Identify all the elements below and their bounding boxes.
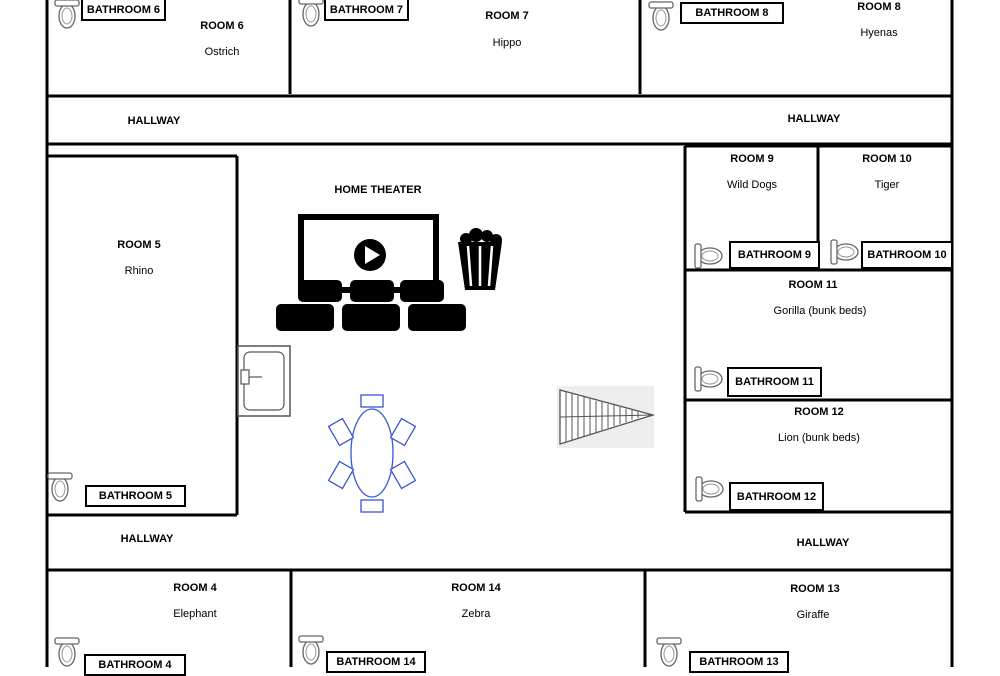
room-9-title: ROOM 9: [730, 153, 774, 165]
room-5-name: Rhino: [124, 265, 154, 277]
room-9-name: Wild Dogs: [726, 179, 778, 191]
toilet-icon: [694, 243, 723, 269]
room-13-name: Giraffe: [796, 609, 830, 621]
bathroom-13-label: BATHROOM 13: [689, 651, 789, 673]
staircase-icon: [557, 386, 656, 448]
toilet-icon: [694, 366, 723, 392]
room-10-title: ROOM 10: [862, 153, 912, 165]
popcorn-icon: [458, 228, 502, 290]
bathroom-11-label: BATHROOM 11: [727, 367, 822, 397]
room-10-name: Tiger: [874, 179, 900, 191]
toilet-icon: [656, 637, 682, 667]
toilet-icon: [47, 472, 73, 502]
room-5-title: ROOM 5: [117, 239, 161, 251]
home-theater-icon: [276, 214, 466, 331]
toilet-icon: [54, 637, 80, 667]
room-12-title: ROOM 12: [794, 406, 844, 418]
room-13-title: ROOM 13: [790, 583, 840, 595]
bathroom-8-label: BATHROOM 8: [680, 2, 784, 24]
room-7-title: ROOM 7: [485, 10, 529, 22]
toilet-icon: [648, 1, 674, 31]
toilet-icon: [298, 0, 324, 27]
hallway-label: HALLWAY: [120, 533, 174, 545]
room-8-title: ROOM 8: [857, 1, 901, 13]
home-theater-label: HOME THEATER: [334, 184, 422, 196]
bathroom-7-label: BATHROOM 7: [324, 0, 409, 21]
bathroom-5-label: BATHROOM 5: [85, 485, 186, 507]
room-12-name: Lion (bunk beds): [778, 432, 860, 444]
bathroom-14-label: BATHROOM 14: [326, 651, 426, 673]
hallway-label: HALLWAY: [127, 115, 181, 127]
room-14-name: Zebra: [461, 608, 491, 620]
room-6-name: Ostrich: [204, 46, 240, 58]
toilet-icon: [830, 239, 859, 265]
bathroom-6-label: BATHROOM 6: [81, 0, 166, 21]
room-4-name: Elephant: [173, 608, 217, 620]
room-11-name: Gorilla (bunk beds): [773, 305, 867, 317]
hallway-label: HALLWAY: [787, 113, 841, 125]
room-7-name: Hippo: [492, 37, 522, 49]
room-6-title: ROOM 6: [200, 20, 244, 32]
walls: [45, 0, 954, 667]
room-4-title: ROOM 4: [173, 582, 217, 594]
bathroom-12-label: BATHROOM 12: [729, 482, 824, 511]
hallway-label: HALLWAY: [796, 537, 850, 549]
toilet-icon: [298, 635, 324, 665]
room-11-title: ROOM 11: [788, 279, 838, 291]
bathroom-4-label: BATHROOM 4: [84, 654, 186, 676]
bathroom-10-label: BATHROOM 10: [861, 241, 953, 269]
bathroom-9-label: BATHROOM 9: [729, 241, 820, 269]
room-14-title: ROOM 14: [451, 582, 501, 594]
toilet-icon: [695, 476, 724, 502]
dining-table-icon: [327, 394, 417, 513]
sink-icon: [237, 345, 291, 417]
toilet-icon: [54, 0, 80, 29]
room-8-name: Hyenas: [860, 27, 898, 39]
